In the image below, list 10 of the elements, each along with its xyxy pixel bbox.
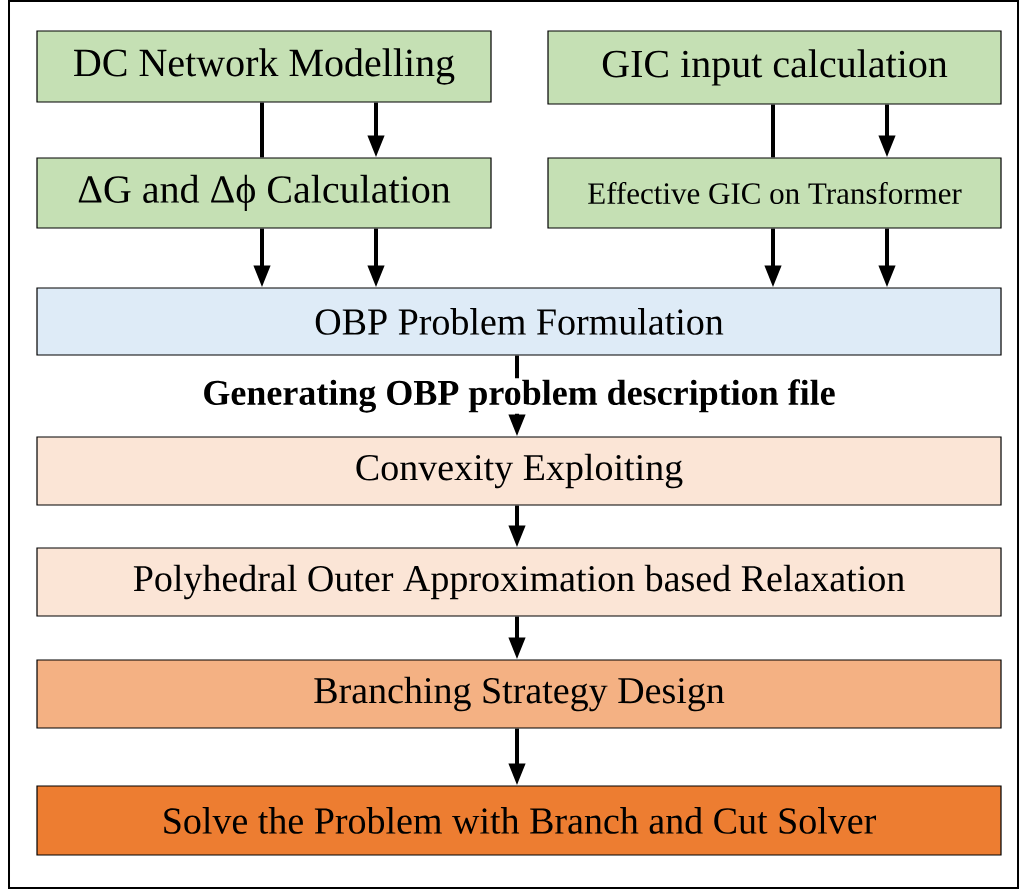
- process-box: Polyhedral Outer Approximation based Relaxation: [36, 547, 1002, 617]
- process-box: ΔG and Δϕ Calculation: [36, 157, 492, 229]
- process-box: Solve the Problem with Branch and Cut Solver: [36, 785, 1002, 856]
- process-box: OBP Problem Formulation: [36, 287, 1002, 356]
- process-box: Convexity Exploiting: [36, 436, 1002, 506]
- process-box: Effective GIC on Transformer: [547, 157, 1002, 229]
- process-box: DC Network Modelling: [36, 30, 492, 103]
- process-box: Branching Strategy Design: [36, 659, 1002, 729]
- edge-label: Generating OBP problem description file: [201, 378, 837, 414]
- process-box: GIC input calculation: [547, 30, 1002, 105]
